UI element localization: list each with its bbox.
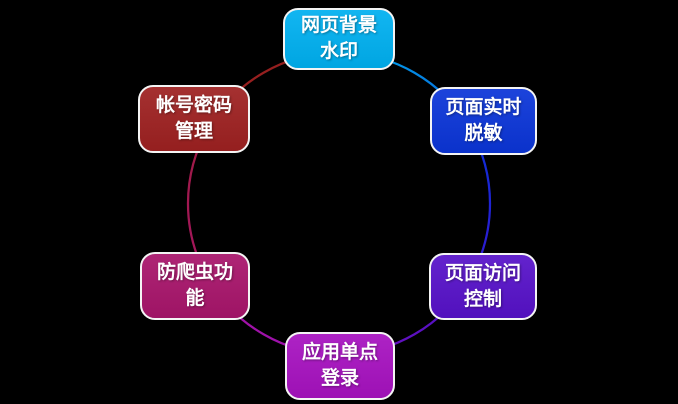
node-label-line: 脱敏 <box>464 123 503 144</box>
node-web-background-watermark: 网页背景 水印 <box>283 8 395 70</box>
node-page-access-control: 页面访问 控制 <box>429 253 537 320</box>
node-label-line: 控制 <box>463 288 502 310</box>
node-label-line: 登录 <box>320 368 359 389</box>
node-anti-crawler: 防爬虫功 能 <box>140 252 250 320</box>
node-app-single-sign-on: 应用单点 登录 <box>285 332 395 400</box>
node-label-line: 应用单点 <box>301 342 378 363</box>
node-account-password-management: 帐号密码 管理 <box>138 85 250 153</box>
node-label-line: 帐号密码 <box>155 95 232 116</box>
node-label-line: 管理 <box>174 121 213 142</box>
node-label-line: 能 <box>185 288 205 309</box>
node-realtime-page-masking: 页面实时 脱敏 <box>430 87 537 155</box>
node-label-line: 水印 <box>319 41 358 62</box>
node-label-line: 页面访问 <box>444 262 521 284</box>
node-label-line: 网页背景 <box>300 15 377 36</box>
node-label-line: 页面实时 <box>445 97 522 118</box>
node-label-line: 防爬虫功 <box>156 262 233 283</box>
